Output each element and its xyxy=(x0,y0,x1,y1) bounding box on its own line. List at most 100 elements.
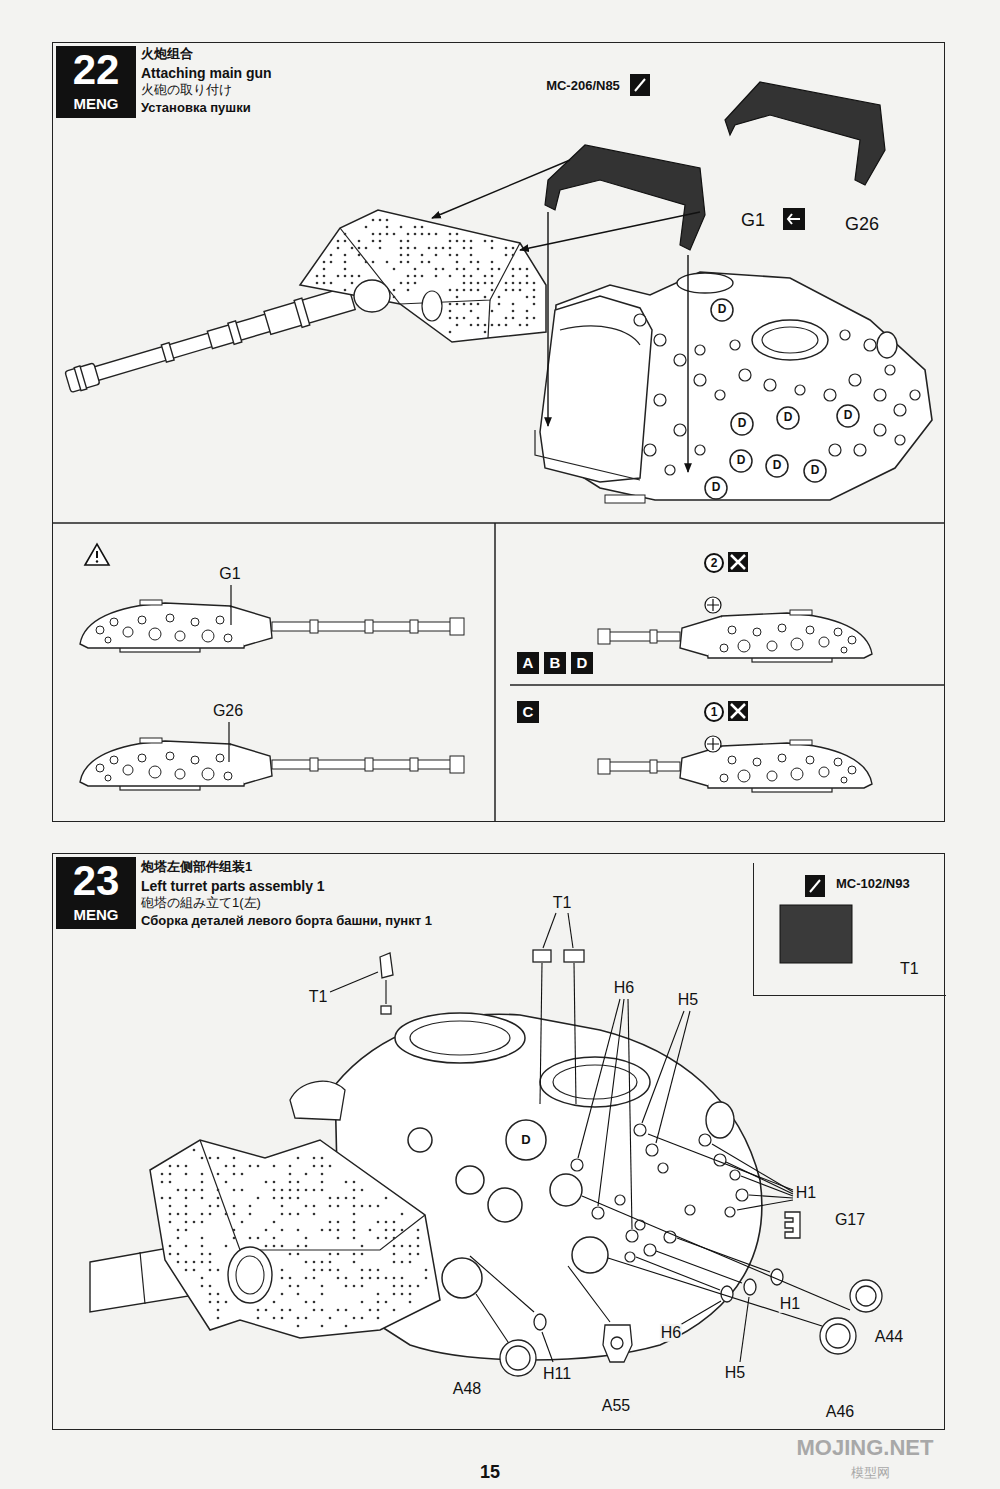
illustration-shape xyxy=(449,310,452,313)
part-label: G26 xyxy=(844,214,880,235)
illustration-shape xyxy=(386,233,389,236)
part-letter: D xyxy=(718,303,727,317)
illustration-shape xyxy=(80,600,272,652)
illustration-shape xyxy=(885,365,895,375)
illustration-shape xyxy=(337,1221,340,1224)
illustration-shape xyxy=(365,261,368,264)
illustration-shape xyxy=(393,1285,396,1288)
illustration-shape xyxy=(323,261,326,264)
illustration-shape xyxy=(605,495,645,503)
illustration-shape xyxy=(665,465,675,475)
illustration-shape xyxy=(381,1006,391,1014)
illustration-shape xyxy=(449,275,452,278)
illustration-shape xyxy=(648,1134,793,1190)
illustration-shape xyxy=(393,1237,396,1240)
illustration-shape xyxy=(674,424,686,436)
illustration-shape xyxy=(512,275,515,278)
illustration-shape xyxy=(358,254,361,257)
illustration-shape xyxy=(193,1261,196,1264)
illustration-shape xyxy=(201,1253,204,1256)
illustration-shape xyxy=(456,240,459,243)
illustration-shape xyxy=(281,1245,284,1248)
illustration-shape xyxy=(805,875,825,897)
illustration-shape xyxy=(241,1221,244,1224)
illustration-shape xyxy=(201,1181,204,1184)
illustration-shape xyxy=(209,1157,212,1160)
illustration-shape xyxy=(477,261,480,264)
paint-icon xyxy=(630,74,650,96)
illustration-shape xyxy=(477,289,480,292)
illustration-shape xyxy=(417,1229,420,1232)
color-swatch xyxy=(780,905,852,963)
illustration-shape xyxy=(519,282,522,285)
illustration-shape xyxy=(305,1317,308,1320)
illustration-shape xyxy=(313,1261,316,1264)
illustration-shape xyxy=(712,1144,793,1192)
heading-text: Сборка деталей левого борта башни, пункт… xyxy=(141,914,432,929)
illustration-shape xyxy=(379,240,382,243)
illustration-shape xyxy=(519,289,522,292)
illustration-shape xyxy=(393,233,396,236)
illustration-shape xyxy=(630,74,650,96)
illustration-shape xyxy=(273,1181,276,1184)
illustration-shape xyxy=(730,1170,740,1180)
illustration-shape xyxy=(233,1157,236,1160)
illustration-shape xyxy=(365,247,368,250)
illustration-shape xyxy=(265,1181,268,1184)
illustration-shape xyxy=(377,1301,380,1304)
illustration-shape xyxy=(321,1293,324,1296)
illustration-shape xyxy=(281,1197,284,1200)
illustration-shape xyxy=(369,1205,372,1208)
illustration-shape xyxy=(484,331,487,334)
illustration-shape xyxy=(393,289,396,292)
illustration-shape xyxy=(169,1197,172,1200)
illustration-shape xyxy=(535,430,640,480)
illustration-shape xyxy=(344,268,347,271)
illustration-shape xyxy=(470,289,473,292)
illustration-shape xyxy=(297,1253,300,1256)
illustration-shape xyxy=(353,1229,356,1232)
illustration-shape xyxy=(233,1229,236,1232)
part-label: G17 xyxy=(834,1211,866,1229)
illustration-shape xyxy=(85,544,109,565)
illustration-shape xyxy=(305,1301,308,1304)
illustration-shape xyxy=(313,1157,316,1160)
illustration-shape xyxy=(233,1205,236,1208)
bolt xyxy=(705,597,721,752)
illustration-shape xyxy=(484,296,487,299)
illustration-shape xyxy=(329,1197,332,1200)
illustration-shape xyxy=(185,1213,188,1216)
illustration-shape xyxy=(249,1213,252,1216)
illustration-shape xyxy=(520,212,700,250)
badge-text: D xyxy=(571,652,593,674)
illustration-shape xyxy=(685,1205,695,1215)
illustration-shape xyxy=(337,1205,340,1208)
illustration-shape xyxy=(385,1197,388,1200)
illustration-shape xyxy=(644,444,656,456)
illustration-shape xyxy=(664,1231,676,1243)
illustration-shape xyxy=(353,1261,356,1264)
part-letter: D xyxy=(738,417,747,431)
illustration-shape xyxy=(680,610,872,662)
illustration-shape xyxy=(161,1197,164,1200)
illustration-shape xyxy=(289,1189,292,1192)
illustration-shape xyxy=(533,303,536,306)
illustration-shape xyxy=(470,282,473,285)
illustration-shape xyxy=(400,247,403,250)
illustration-shape xyxy=(456,317,459,320)
heading-text: 炮塔左侧部件组装1 xyxy=(141,860,252,875)
illustration-shape xyxy=(491,247,494,250)
illustration-shape xyxy=(385,1221,388,1224)
illustration-shape xyxy=(281,1309,284,1312)
illustration-shape xyxy=(185,1173,188,1176)
illustration-shape xyxy=(642,1011,684,1123)
illustration-shape xyxy=(249,1205,252,1208)
illustration-shape xyxy=(169,1245,172,1248)
illustration-shape xyxy=(442,268,445,271)
part-label: H1 xyxy=(779,1295,801,1313)
illustration-shape xyxy=(505,289,508,292)
illustration-shape xyxy=(456,1166,484,1194)
illustration-shape xyxy=(442,1258,482,1298)
illustration-shape xyxy=(407,247,410,250)
illustration-shape xyxy=(456,324,459,327)
